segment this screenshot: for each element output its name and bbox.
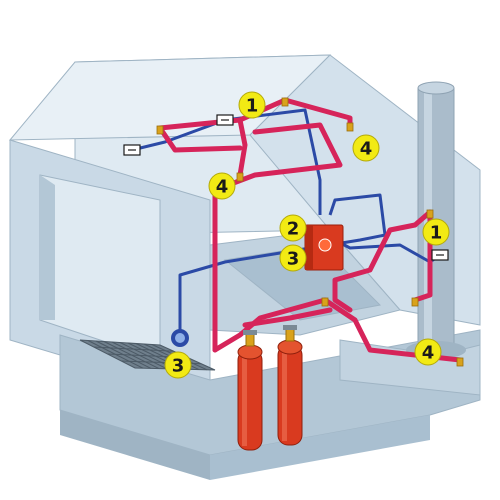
callout-label: 1 — [246, 96, 259, 117]
control-panel-side — [305, 225, 313, 270]
cylinder-body — [277, 344, 303, 446]
cylinder-valve-icon — [245, 333, 255, 347]
callout-5: 3 — [279, 244, 307, 272]
cylinder-shoulder — [237, 344, 263, 360]
callout-label: 2 — [287, 219, 300, 240]
alarm-bell-inner — [175, 333, 185, 343]
detector-icon — [216, 114, 234, 126]
callout-badge — [208, 172, 236, 200]
callout-8: 4 — [414, 338, 442, 366]
detectors — [123, 114, 449, 261]
pipe-ceiling-cross — [212, 122, 343, 353]
gas-cylinder — [237, 330, 263, 451]
pipe-drop-a — [157, 125, 243, 153]
callout-3: 4 — [208, 172, 236, 200]
callout-7: 3 — [164, 351, 192, 379]
cylinder-cap — [283, 325, 297, 330]
callout-4: 2 — [279, 214, 307, 242]
callout-6: 1 — [422, 218, 450, 246]
alarm-bell-icon — [171, 329, 189, 347]
callout-label: 3 — [172, 356, 185, 377]
callout-label: 4 — [216, 177, 229, 198]
discharge-nozzle-icon — [426, 209, 434, 219]
callouts: 1 4 4 2 3 1 3 4 — [164, 91, 450, 379]
detector-icon — [123, 144, 141, 156]
cylinder-highlight — [242, 354, 247, 446]
discharge-nozzle-icon — [281, 97, 289, 107]
cylinder-highlight — [282, 349, 287, 441]
agent-piping — [157, 97, 463, 363]
discharge-nozzle-icon — [321, 297, 329, 307]
discharge-nozzle-icon — [456, 357, 464, 367]
callout-badge — [279, 244, 307, 272]
callout-badge — [279, 214, 307, 242]
discharge-nozzle-icon — [156, 125, 164, 135]
detection-line-left — [178, 193, 387, 340]
discharge-nozzle-icon — [236, 172, 244, 182]
pipe-manifold — [242, 307, 333, 328]
detector-icon — [431, 249, 449, 261]
nozzles — [156, 97, 464, 367]
pipe-right-loop — [332, 222, 418, 313]
discharge-nozzle-icon — [411, 297, 419, 307]
detection-line-ceiling — [131, 108, 322, 215]
cylinder-body — [237, 349, 263, 451]
callout-badge — [414, 338, 442, 366]
pipe-riser-right — [412, 209, 433, 303]
base-right — [210, 415, 430, 480]
gas-cylinders — [237, 325, 303, 451]
grate-bar — [93, 346, 174, 352]
callout-label: 1 — [430, 223, 443, 244]
callout-1: 1 — [238, 91, 266, 119]
cylinder-shoulder — [277, 339, 303, 355]
discharge-nozzle-icon — [346, 122, 354, 132]
stack-top — [417, 81, 455, 95]
callout-label: 4 — [360, 139, 373, 160]
callout-label: 4 — [422, 343, 435, 364]
callout-label: 3 — [287, 249, 300, 270]
callout-badge — [164, 351, 192, 379]
control-panel-light — [318, 238, 332, 252]
cylinder-cap — [243, 330, 257, 335]
pipe-ceiling-branch — [237, 117, 248, 178]
doorway-inner — [40, 175, 55, 320]
callout-2: 4 — [352, 134, 380, 162]
control-panel[interactable] — [304, 224, 344, 271]
gas-cylinder — [277, 325, 303, 446]
base-front — [60, 410, 210, 480]
callout-badge — [422, 218, 450, 246]
callout-badge — [352, 134, 380, 162]
callout-badge — [238, 91, 266, 119]
cylinder-valve-icon — [285, 328, 295, 342]
